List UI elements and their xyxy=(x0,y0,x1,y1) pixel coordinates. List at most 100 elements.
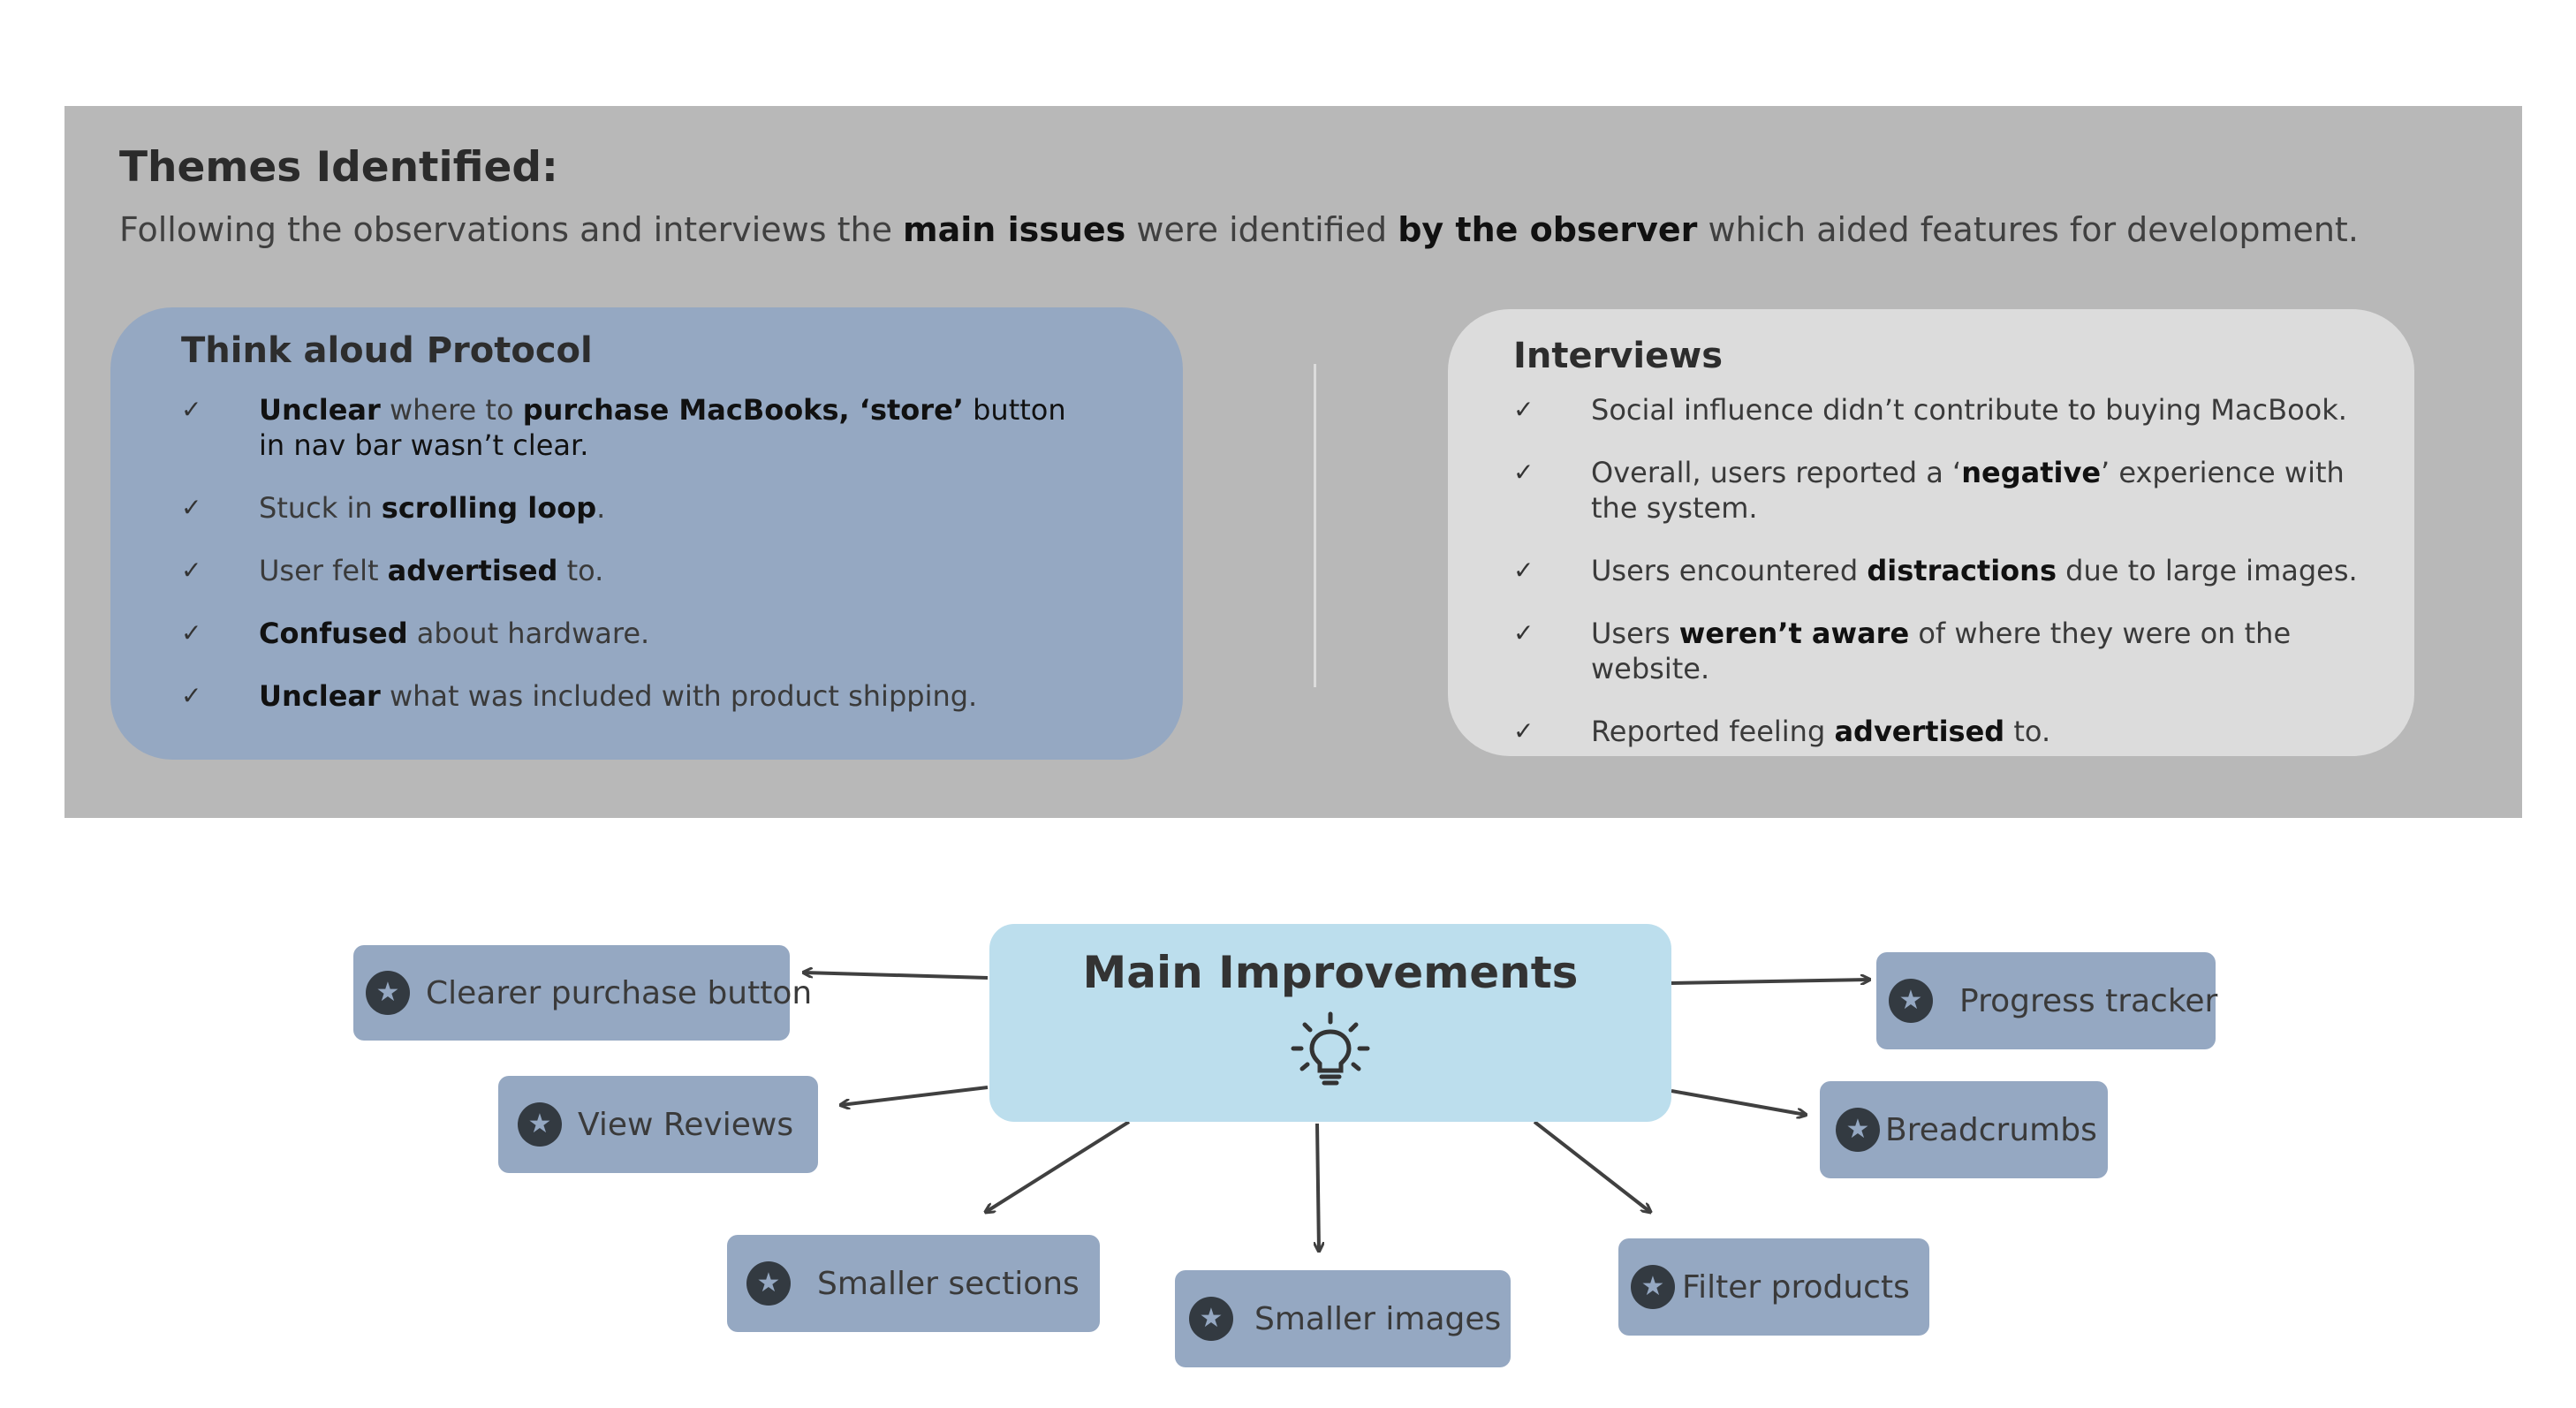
text-segment: Users xyxy=(1591,617,1679,650)
list-item-text: Confused about hardware. xyxy=(259,617,649,650)
star-icon: ★ xyxy=(1631,1265,1675,1309)
star-icon: ★ xyxy=(366,971,410,1015)
interview-item: ✓ Social influence didn’t contribute to b… xyxy=(1513,392,2386,428)
list-item-text: Unclear what was included with product s… xyxy=(259,679,977,713)
star-icon: ★ xyxy=(518,1102,562,1147)
checkmark-icon: ✓ xyxy=(181,395,202,424)
list-item-text: Stuck in scrolling loop. xyxy=(259,491,605,525)
list-item-text: Overall, users reported a ‘negative’ exp… xyxy=(1591,456,2345,525)
think-aloud-item: ✓ Unclear where to purchase MacBooks, ‘st… xyxy=(181,392,1089,463)
checkmark-icon: ✓ xyxy=(181,618,202,647)
arrow-to-progress-tracker xyxy=(1671,980,1869,983)
bold-text: scrolling loop xyxy=(381,491,597,525)
arrow-to-breadcrumbs xyxy=(1671,1089,1806,1115)
node-view-reviews: ★ View Reviews xyxy=(498,1076,818,1173)
interview-item: ✓ Reported feeling advertised to. xyxy=(1513,714,2386,749)
bold-text: Unclear xyxy=(259,393,381,427)
divider xyxy=(1314,364,1316,687)
checkmark-icon: ✓ xyxy=(181,681,202,710)
text-segment: User felt xyxy=(259,554,388,587)
list-item-text: Unclear where to purchase MacBooks, ‘sto… xyxy=(259,393,1066,462)
node-smaller-sections: ★ Smaller sections xyxy=(727,1235,1100,1332)
list-item-text: Social influence didn’t contribute to bu… xyxy=(1591,393,2347,427)
list-item-text: Users encountered distractions due to la… xyxy=(1591,554,2358,587)
star-icon: ★ xyxy=(746,1261,791,1306)
bold-text: advertised xyxy=(387,554,558,587)
star-icon: ★ xyxy=(1836,1108,1880,1152)
think-aloud-item: ✓ Unclear what was included with product … xyxy=(181,678,1089,714)
bold-text: Unclear xyxy=(259,679,381,713)
think-aloud-item: ✓ User felt advertised to. xyxy=(181,553,1089,588)
text-segment: to. xyxy=(2004,715,2051,748)
node-label: Clearer purchase button xyxy=(426,974,813,1011)
interviews-title: Interviews xyxy=(1513,336,1724,376)
text-segment: Stuck in xyxy=(259,491,382,525)
text-segment: button in nav bar wasn’t clear. xyxy=(259,393,1066,462)
node-breadcrumbs: ★ Breadcrumbs xyxy=(1820,1081,2108,1178)
themes-panel: Themes Identified: Following the observa… xyxy=(64,106,2522,818)
arrow-to-clearer-purchase-button xyxy=(804,973,989,980)
node-label: Smaller images xyxy=(1254,1300,1502,1337)
main-improvements-title: Main Improvements xyxy=(1082,947,1579,998)
text-segment: to. xyxy=(557,554,604,587)
text-segment: . xyxy=(596,491,606,525)
text-segment: about hardware. xyxy=(407,617,650,650)
text-segment: ’ experience with the system. xyxy=(1591,456,2345,525)
think-aloud-item: ✓ Stuck in scrolling loop. xyxy=(181,490,1089,526)
main-improvements-node: Main Improvements xyxy=(989,924,1671,1122)
star-icon: ★ xyxy=(1189,1297,1233,1341)
checkmark-icon: ✓ xyxy=(1513,556,1534,585)
node-label: Progress tracker xyxy=(1959,982,2218,1019)
node-clearer-purchase-button: ★ Clearer purchase button xyxy=(353,945,812,1041)
node-label: Breadcrumbs xyxy=(1885,1111,2097,1148)
themes-subtitle: Following the observations and interview… xyxy=(119,210,2359,249)
list-item-text: Users weren’t aware of where they were o… xyxy=(1591,617,2291,685)
text-segment: were identified xyxy=(1125,210,1398,249)
think-aloud-item: ✓ Confused about hardware. xyxy=(181,616,1089,651)
checkmark-icon: ✓ xyxy=(181,556,202,585)
bold-text: negative xyxy=(1961,456,2102,489)
arrow-to-view-reviews xyxy=(841,1086,989,1105)
text-segment: of where they were on the website. xyxy=(1591,617,2292,685)
text-segment: where to xyxy=(380,393,523,427)
checkmark-icon: ✓ xyxy=(1513,395,1534,424)
node-label: View Reviews xyxy=(578,1106,794,1143)
node-progress-tracker: ★ Progress tracker xyxy=(1876,952,2218,1049)
bold-text: weren’t aware xyxy=(1678,617,1910,650)
checkmark-icon: ✓ xyxy=(1513,716,1534,746)
text-segment: what was included with product shipping. xyxy=(380,679,978,713)
bold-text: advertised xyxy=(1834,715,2005,748)
checkmark-icon: ✓ xyxy=(181,493,202,522)
themes-title: Themes Identified: xyxy=(119,143,558,192)
list-item-text: User felt advertised to. xyxy=(259,554,603,587)
interview-item: ✓Overall, users reported a ‘negative’ ex… xyxy=(1513,455,2386,526)
interview-item: ✓ Users weren’t aware of where they were … xyxy=(1513,616,2386,686)
node-label: Smaller sections xyxy=(817,1265,1080,1302)
arrow-to-smaller-sections xyxy=(986,1120,1131,1212)
node-label: Filter products xyxy=(1682,1268,1910,1306)
arrow-to-filter-products xyxy=(1533,1120,1650,1212)
text-segment: due to large images. xyxy=(2056,554,2358,587)
text-segment: Users encountered xyxy=(1591,554,1868,587)
text-segment: Reported feeling xyxy=(1591,715,1835,748)
think-aloud-title: Think aloud Protocol xyxy=(181,330,593,371)
text-segment: Following the observations and interview… xyxy=(119,210,904,249)
bold-text: by the observer xyxy=(1398,210,1698,249)
think-aloud-list: ✓ Unclear where to purchase MacBooks, ‘st… xyxy=(181,392,1183,714)
text-segment: Social influence didn’t contribute to bu… xyxy=(1591,393,2347,427)
node-smaller-images: ★ Smaller images xyxy=(1175,1270,1511,1367)
arrow-to-smaller-images xyxy=(1317,1123,1319,1251)
think-aloud-card: Think aloud Protocol ✓ Unclear where to p… xyxy=(110,307,1183,760)
star-icon: ★ xyxy=(1889,979,1933,1023)
list-item-text: Reported feeling advertised to. xyxy=(1591,715,2050,748)
text-segment: Overall, users reported a ‘ xyxy=(1591,456,1962,489)
checkmark-icon: ✓ xyxy=(1513,618,1534,647)
interviews-list: ✓ Social influence didn’t contribute to b… xyxy=(1513,392,2414,749)
interviews-card: Interviews ✓ Social influence didn’t cont… xyxy=(1448,309,2414,756)
interview-item: ✓ Users encountered distractions due to l… xyxy=(1513,553,2386,588)
node-filter-products: ★ Filter products xyxy=(1618,1238,1929,1336)
bold-text: main issues xyxy=(903,210,1126,249)
bold-text: distractions xyxy=(1867,554,2057,587)
bold-text: purchase MacBooks, ‘store’ xyxy=(522,393,964,427)
